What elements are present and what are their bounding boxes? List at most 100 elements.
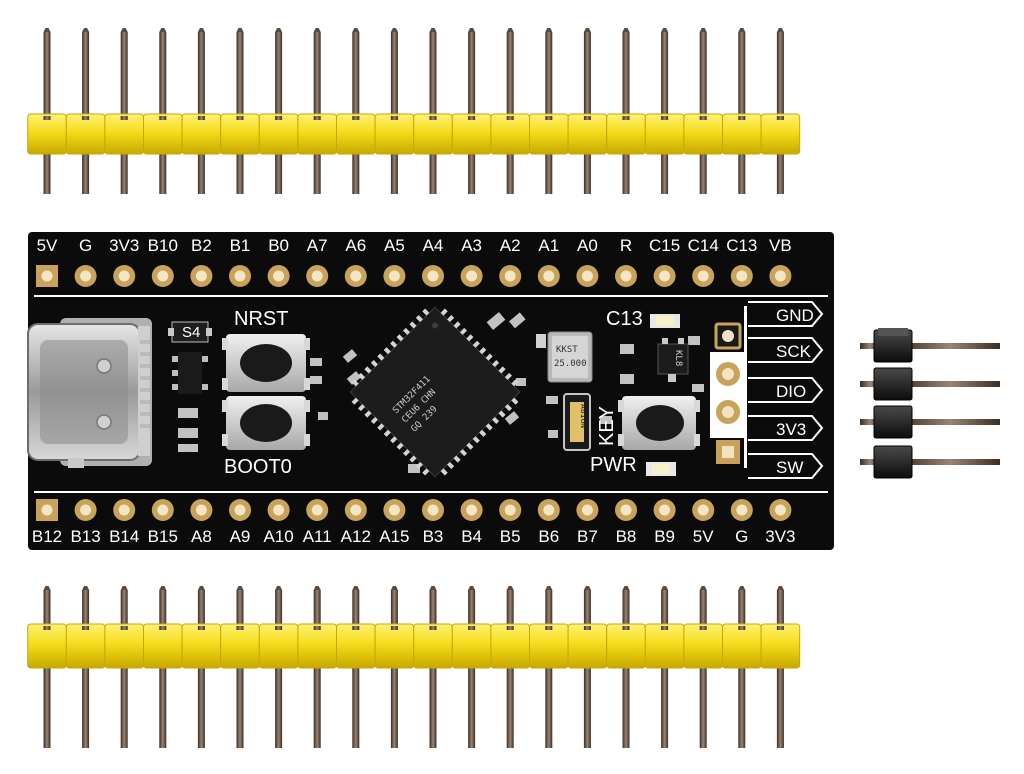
header-pin-exposed [468,116,476,120]
header-pin [583,32,591,194]
pad-hole [41,270,53,282]
mcu-pin [357,372,366,380]
pin-label: A11 [303,527,332,546]
key-button[interactable] [618,396,700,450]
header-pin [236,590,244,748]
header-pin [120,32,128,194]
mcu-pin [504,404,513,412]
header-pin-exposed [236,116,244,120]
bottom-pin-header[interactable] [27,586,801,748]
header-segment [336,623,376,669]
mcu-pin [459,449,468,457]
pad-hole [118,270,130,282]
boot-button-label: BOOT0 [224,456,292,478]
pin-label: A7 [307,236,328,255]
header-pin-tip [545,28,553,32]
boot-button[interactable] [222,396,310,450]
header-pin [313,32,321,194]
pin-label: A9 [230,527,251,546]
header-pin-tip [699,28,707,32]
pad-hole [466,270,478,282]
pin-label: G [79,236,92,255]
mcu-pin [511,397,519,405]
header-pin-exposed [313,116,321,120]
mcu-pin [396,334,404,342]
right-angle-pin [900,419,1000,425]
header-pin-tip [506,28,514,32]
pin-label: C15 [649,236,680,255]
header-pin-tip [468,28,476,32]
pin-label: A15 [379,527,409,546]
header-pin-exposed [429,116,437,120]
pin-label: 3V3 [765,527,795,546]
swd-right-angle-header[interactable] [860,328,1000,479]
pin-label: B0 [268,236,289,255]
header-segment [722,623,762,669]
pin-label: B1 [230,236,251,255]
mcu-pin [402,327,411,335]
header-pin-exposed [545,626,553,630]
pin-label: B13 [70,527,100,546]
mcu-pin [383,347,391,355]
pin-label: B12 [32,527,62,546]
header-pin-tip [429,586,437,590]
pin-label: B2 [191,236,212,255]
mcu-pin [466,334,474,342]
usb-c-connector[interactable] [27,318,152,468]
power-label: PWR [590,454,637,476]
header-pin [159,590,167,748]
pad-hole [543,270,555,282]
mcu-pin [459,327,468,335]
header-pin-exposed [82,116,90,120]
header-pin-exposed [738,626,746,630]
header-pin-tip [120,28,128,32]
mcu-pin [357,404,366,412]
header-pin-exposed [468,626,476,630]
header-segment [760,623,801,669]
right-angle-pin-stub [860,343,880,349]
pad-hole [620,270,632,282]
header-pin-tip [699,586,707,590]
header-pin-exposed [159,626,167,630]
pad-hole [659,504,671,516]
pad-hole [504,504,516,516]
header-segment [374,623,415,669]
mcu-pin [396,442,404,450]
header-pin [197,32,205,194]
mcu-chip [349,306,521,478]
header-pin [429,32,437,194]
crystal-marking-1: KKST [556,345,578,355]
top-pin-header[interactable] [27,28,801,194]
header-pin-exposed [275,116,283,120]
pin-label: 5V [37,236,58,255]
header-pin [506,32,514,194]
reset-button-label: NRST [234,308,288,330]
header-pin [275,32,283,194]
pin-label: G [735,527,748,546]
pin-label: B3 [423,527,444,546]
swd-pin-label: SW [776,458,803,477]
pad-hole [195,504,207,516]
header-pin [738,32,746,194]
pin-label: C14 [688,236,719,255]
header-pin-exposed [776,116,784,120]
ldo-regulator: KL8 [657,338,689,382]
header-pin [352,590,360,748]
swd-arrow-outline [748,415,824,441]
diode-s4: S4 [168,321,212,343]
pad-hole [273,270,285,282]
header-pin-tip [661,586,669,590]
header-pin-exposed [661,116,669,120]
mcu-pin [511,379,519,387]
header-pin [275,590,283,748]
header-segment [413,623,453,669]
header-pin-tip [43,28,51,32]
mcu-pin [492,416,500,425]
pin-label: A0 [577,236,598,255]
reset-button[interactable] [222,334,310,392]
header-pin [738,590,746,748]
header-segment [529,623,569,669]
mcu-pin [498,410,506,418]
pad-hole [157,270,169,282]
